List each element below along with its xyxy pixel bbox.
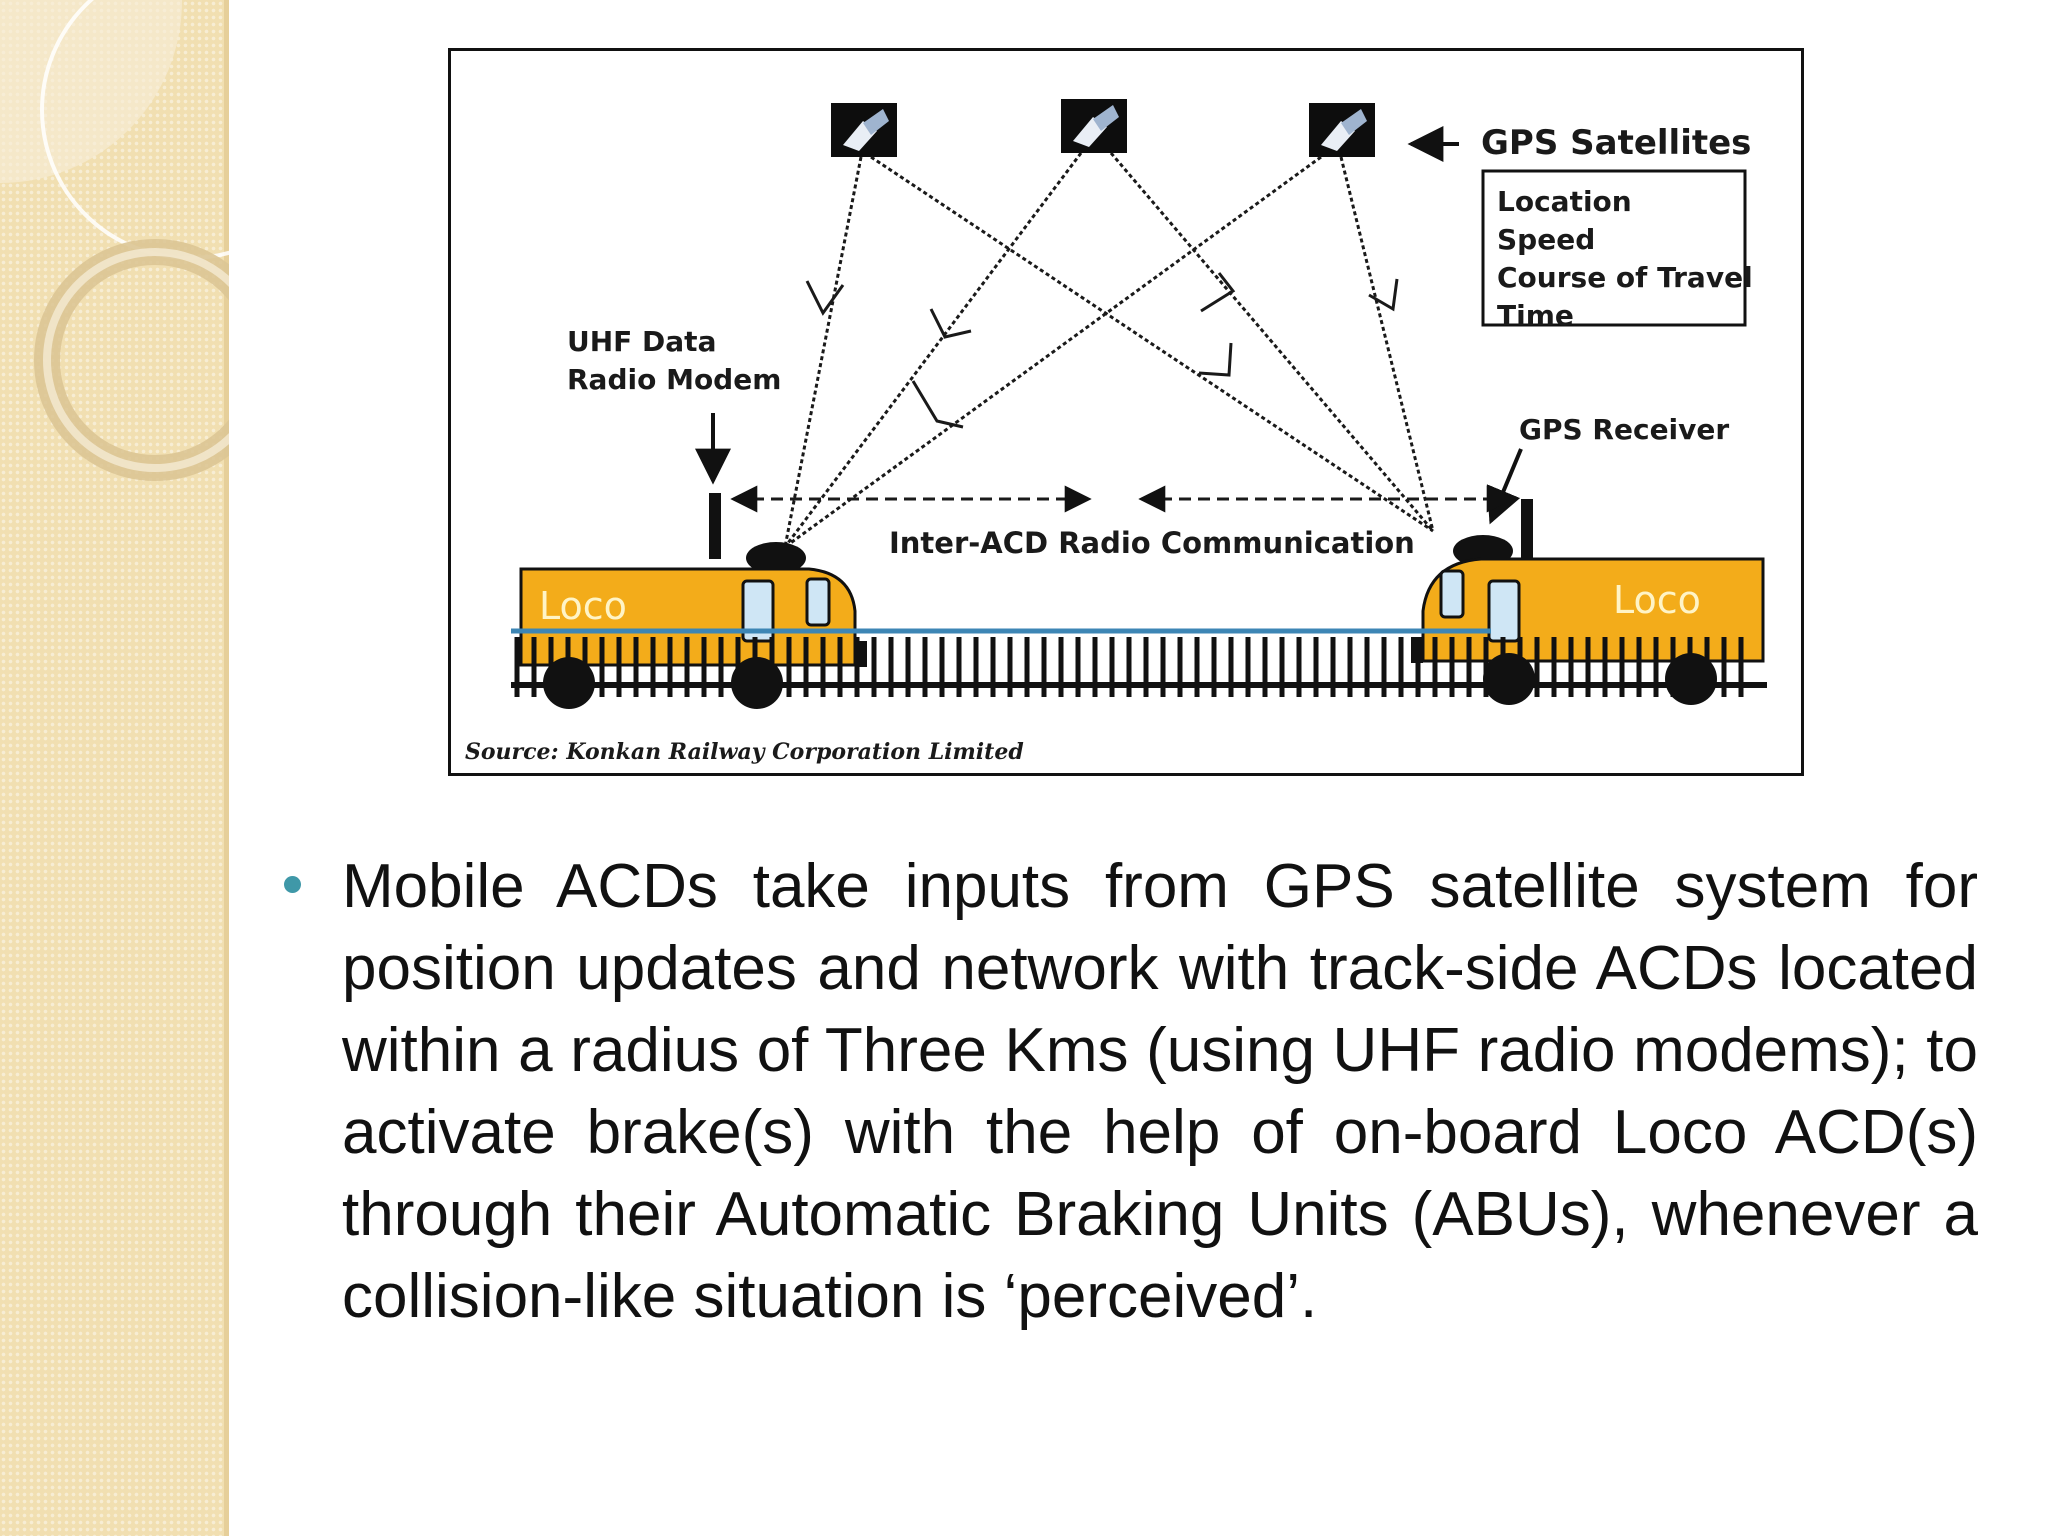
source-caption: Source: Konkan Railway Corporation Limit… — [465, 739, 1024, 765]
decorative-rings — [0, 0, 229, 481]
railway-track — [511, 628, 1767, 697]
gps-info-time: Time — [1497, 299, 1574, 332]
diagram-canvas: GPS Satellites Location Speed Course of … — [465, 99, 1767, 765]
bullet-marker — [284, 876, 301, 893]
satellite-icon-right — [1309, 103, 1375, 157]
gps-info-course: Course of Travel — [1497, 261, 1753, 294]
uhf-antenna-right — [1521, 499, 1533, 561]
loco-left-label: Loco — [539, 584, 627, 628]
bullet-text: Mobile ACDs take inputs from GPS satelli… — [342, 852, 1978, 1331]
gps-info-box — [1481, 169, 1747, 327]
signal-arrowheads — [805, 272, 1399, 429]
gps-signal-lines — [783, 152, 1435, 549]
side-band-edge — [224, 0, 229, 1536]
inter-acd-label: Inter-ACD Radio Communication — [889, 526, 1415, 560]
loco-right-label: Loco — [1613, 578, 1701, 622]
uhf-label-line1: UHF Data — [567, 325, 716, 358]
satellite-icon-center — [1061, 99, 1127, 153]
gps-info-location: Location — [1497, 185, 1632, 218]
satellite-icon-left — [831, 103, 897, 157]
uhf-antenna-left — [709, 493, 721, 559]
gps-satellites-label: GPS Satellites — [1481, 123, 1751, 163]
gps-receiver-left — [746, 542, 806, 574]
gps-receiver-arrow — [1486, 448, 1523, 525]
gps-acd-diagram: GPS Satellites Location Speed Course of … — [448, 48, 1804, 776]
uhf-label-line2: Radio Modem — [567, 363, 781, 396]
gps-receiver-label: GPS Receiver — [1519, 413, 1729, 446]
gps-info-speed: Speed — [1497, 223, 1595, 256]
loco-right: Loco — [1421, 535, 1765, 705]
